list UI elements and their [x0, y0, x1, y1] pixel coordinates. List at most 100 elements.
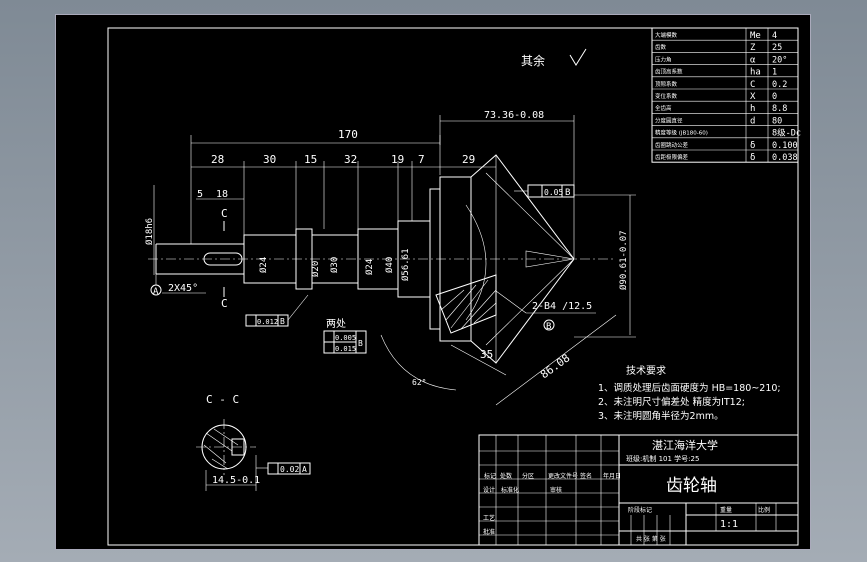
- param-value: 0: [772, 92, 777, 102]
- dim-30: 30: [263, 153, 276, 166]
- datum-b-circle: [543, 319, 555, 331]
- section-title: C - C: [206, 393, 239, 406]
- svg-text:标记: 标记: [484, 472, 496, 480]
- param-name: 齿顶高系数: [655, 68, 683, 76]
- svg-text:共 张 第 张: 共 张 第 张: [636, 535, 666, 543]
- section-mark-bottom: C: [221, 297, 228, 310]
- dim-28: 28: [211, 153, 224, 166]
- drawing-frame: [107, 27, 799, 546]
- svg-text:比例: 比例: [758, 506, 770, 514]
- surface-finish-icon: [569, 48, 587, 66]
- dim-29: 29: [462, 153, 475, 166]
- dim-18: 18: [216, 189, 228, 200]
- tol-sym-ref: A: [302, 465, 307, 474]
- dim-73: 73.36-0.08: [484, 110, 544, 121]
- dim-170: 170: [338, 128, 358, 141]
- dim-dia24b: Ø24: [364, 259, 375, 275]
- note-2: 2、未注明尺寸偏差处 精度为IT12;: [598, 396, 745, 408]
- dim-dia30: Ø30: [329, 257, 340, 273]
- section-mark-top: C: [221, 207, 228, 220]
- dim-dia56: Ø56.61: [400, 248, 411, 281]
- tol-runout-mid: 0.012: [257, 318, 278, 326]
- svg-text:处数: 处数: [500, 472, 512, 480]
- keyway-slot: [203, 252, 243, 266]
- svg-text:标准化: 标准化: [501, 486, 519, 494]
- dim-86: 86.08: [538, 351, 572, 381]
- tol-runout-top-ref: B: [565, 188, 570, 198]
- drawing-svg: 170 28 30 15 32 19 7 29 73.36-0.08 5: [107, 27, 801, 546]
- dim-keyway: 14.5-0.1: [212, 475, 260, 486]
- param-value: 0.038: [772, 153, 798, 163]
- tol-twin-a: 0.005: [335, 334, 356, 342]
- gear-section-hatch: [435, 274, 497, 334]
- param-name: 齿圈跳动公差: [655, 141, 689, 149]
- datum-b: B: [546, 322, 551, 332]
- dim-dia40: Ø40: [384, 257, 395, 273]
- param-value: 0.2: [772, 80, 787, 90]
- notes-title: 技术要求: [626, 364, 666, 377]
- class-info: 班级:机制 101 学号:25: [626, 454, 699, 463]
- dim-dia24a: Ø24: [258, 257, 269, 273]
- dim-angle: 62°: [412, 378, 426, 387]
- datum-a: A: [153, 287, 159, 297]
- param-symbol: ha: [750, 68, 761, 78]
- param-name: 全齿高: [655, 104, 672, 112]
- dim-19: 19: [391, 153, 404, 166]
- dim-chamfer: 2X45°: [168, 283, 198, 294]
- param-name: 齿距极限偏差: [655, 153, 689, 161]
- tol-runout-mid-ref: B: [280, 317, 285, 326]
- svg-text:批准: 批准: [483, 528, 495, 536]
- pitch-arc: [465, 204, 487, 321]
- dim-35: 35: [480, 348, 493, 361]
- svg-text:工艺: 工艺: [483, 514, 495, 522]
- dim-5: 5: [197, 189, 203, 200]
- param-name: 大端模数: [655, 31, 678, 39]
- note-3: 3、未注明圆角半径为2mm。: [598, 410, 724, 422]
- shaft-outline-top: [156, 176, 471, 245]
- tol-twin-ref: B: [358, 339, 363, 348]
- param-name: 齿数: [655, 43, 667, 51]
- param-symbol: δ: [750, 153, 755, 163]
- dim-15: 15: [304, 153, 317, 166]
- svg-text:重量: 重量: [720, 506, 732, 514]
- param-value: 8.8: [772, 104, 787, 114]
- param-value: 1: [772, 68, 777, 78]
- param-value: 0.100: [772, 141, 798, 151]
- param-value: 80: [772, 116, 782, 126]
- svg-text:签名: 签名: [580, 472, 592, 480]
- drawing-canvas[interactable]: 170 28 30 15 32 19 7 29 73.36-0.08 5: [55, 14, 811, 550]
- param-symbol: δ: [750, 141, 755, 151]
- svg-text:更改文件号: 更改文件号: [548, 472, 578, 480]
- param-name: 变位系数: [655, 92, 678, 100]
- dim-dia20: Ø20: [310, 261, 321, 277]
- svg-text:设计: 设计: [483, 486, 495, 494]
- svg-text:审核: 审核: [550, 486, 562, 494]
- school-name: 湛江海洋大学: [652, 438, 718, 452]
- param-symbol: d: [750, 116, 755, 126]
- param-value: 8级-Dc: [772, 128, 801, 139]
- dim-centre-holes: 2-B4 /12.5: [532, 301, 592, 312]
- param-name: 精度等级 (JB180-60): [655, 129, 708, 137]
- tol-sym: 0.02: [280, 465, 299, 474]
- param-symbol: h: [750, 104, 755, 114]
- param-symbol: α: [750, 55, 756, 65]
- svg-text:年月日: 年月日: [603, 472, 621, 480]
- tol-runout-top: 0.05: [544, 188, 563, 197]
- param-symbol: C: [750, 80, 755, 90]
- param-name: 分度圆直径: [655, 116, 683, 124]
- note-1: 1、调质处理后齿面硬度为 HB=180~210;: [598, 382, 781, 394]
- title-block: 标记 处数 分区 更改文件号 签名 年月日 设计 标准化 审核 工艺 批准 阶段…: [478, 434, 799, 546]
- param-value: 20°: [772, 55, 787, 65]
- svg-text:阶段标记: 阶段标记: [628, 506, 652, 514]
- angle-arc: [380, 334, 457, 391]
- part-name: 齿轮轴: [666, 476, 717, 496]
- param-symbol: Z: [750, 43, 756, 53]
- scale-value: 1:1: [720, 519, 738, 530]
- param-symbol: X: [750, 92, 756, 102]
- param-value: 4: [772, 31, 777, 41]
- param-name: 顶隙系数: [655, 80, 678, 88]
- dim-dia18: Ø18h6: [144, 218, 155, 245]
- dim-dia90: Ø90.61-0.07: [618, 230, 629, 290]
